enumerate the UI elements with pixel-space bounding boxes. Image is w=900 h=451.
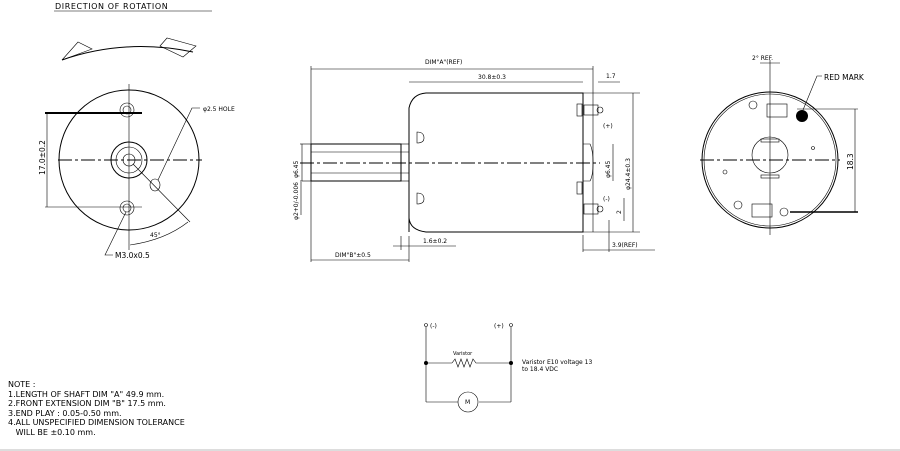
circuit-diagram: (-) (+) Varistor M Varistor E10 voltage … (424, 323, 592, 413)
angle-ref-label: 2° REF. (752, 55, 773, 62)
motor-label: M (465, 399, 470, 406)
shaft-dia-label: φ6.45 (293, 161, 300, 179)
note-item: 2.FRONT EXTENSION DIM "B" 17.5 mm. (8, 399, 166, 408)
red-mark-label: RED MARK (824, 73, 865, 82)
note-item: 3.END PLAY : 0.05-0.50 mm. (8, 408, 122, 418)
plus-terminal-label: (+) (603, 123, 613, 130)
red-mark (796, 110, 808, 122)
dim-b-label: DIM"B"±0.5 (335, 252, 371, 259)
thread-label: M3.0x0.5 (115, 251, 150, 260)
hole-label: φ2.5 HOLE (203, 106, 235, 113)
rotation-title: DIRECTION OF ROTATION (55, 2, 168, 11)
spacing-dim-label: 17.0±0.2 (38, 140, 47, 175)
circuit-minus-label: (-) (430, 323, 437, 330)
notes-heading: NOTE : (8, 380, 36, 389)
minus-terminal-label: (-) (603, 196, 610, 203)
boss-dia-label: φ6.45 (605, 161, 612, 179)
body-dia-label: φ24.4±0.3 (625, 158, 632, 190)
rear-view: 2° REF. RED MARK 18.3 (700, 55, 865, 235)
note-item: 1.LENGTH OF SHAFT DIM "A" 49.9 mm. (8, 389, 165, 399)
terminal-spacing-label: 18.3 (846, 153, 855, 170)
varistor-note-2: to 18.4 VDC (522, 366, 558, 373)
collar-label: 1.6±0.2 (423, 238, 447, 245)
circuit-plus-label: (+) (494, 323, 504, 330)
dim-a-label: DIM"A"(REF) (425, 59, 462, 66)
shaft-tol-label: φ2+0/-0.006 (293, 182, 300, 220)
bottom-border (0, 449, 900, 451)
varistor-label: Varistor (453, 351, 473, 357)
front-view: 17.0±0.2 φ2.5 HOLE 45° M3.0x0.5 (38, 84, 235, 260)
varistor-icon (451, 358, 485, 368)
varistor-note-1: Varistor E10 voltage 13 (522, 359, 592, 366)
body-length-label: 30.8±0.3 (478, 74, 506, 81)
note-item: WILL BE ±0.10 mm. (8, 427, 96, 437)
terminal-ref-label: 3.9(REF) (612, 242, 638, 249)
note-item: 4.ALL UNSPECIFIED DIMENSION TOLERANCE (8, 418, 185, 427)
terminal-offset-label: 1.7 (606, 73, 616, 80)
notes-block: NOTE : 1.LENGTH OF SHAFT DIM "A" 49.9 mm… (8, 380, 185, 437)
side-view: DIM"A"(REF) 30.8±0.3 1.7 (+) (-) φ24.4±0… (293, 59, 655, 262)
angle-label: 45° (150, 232, 161, 239)
motor-icon (457, 391, 479, 413)
rotation-arrow-icon (61, 37, 197, 61)
terminal-width-label: 2 (616, 210, 623, 214)
